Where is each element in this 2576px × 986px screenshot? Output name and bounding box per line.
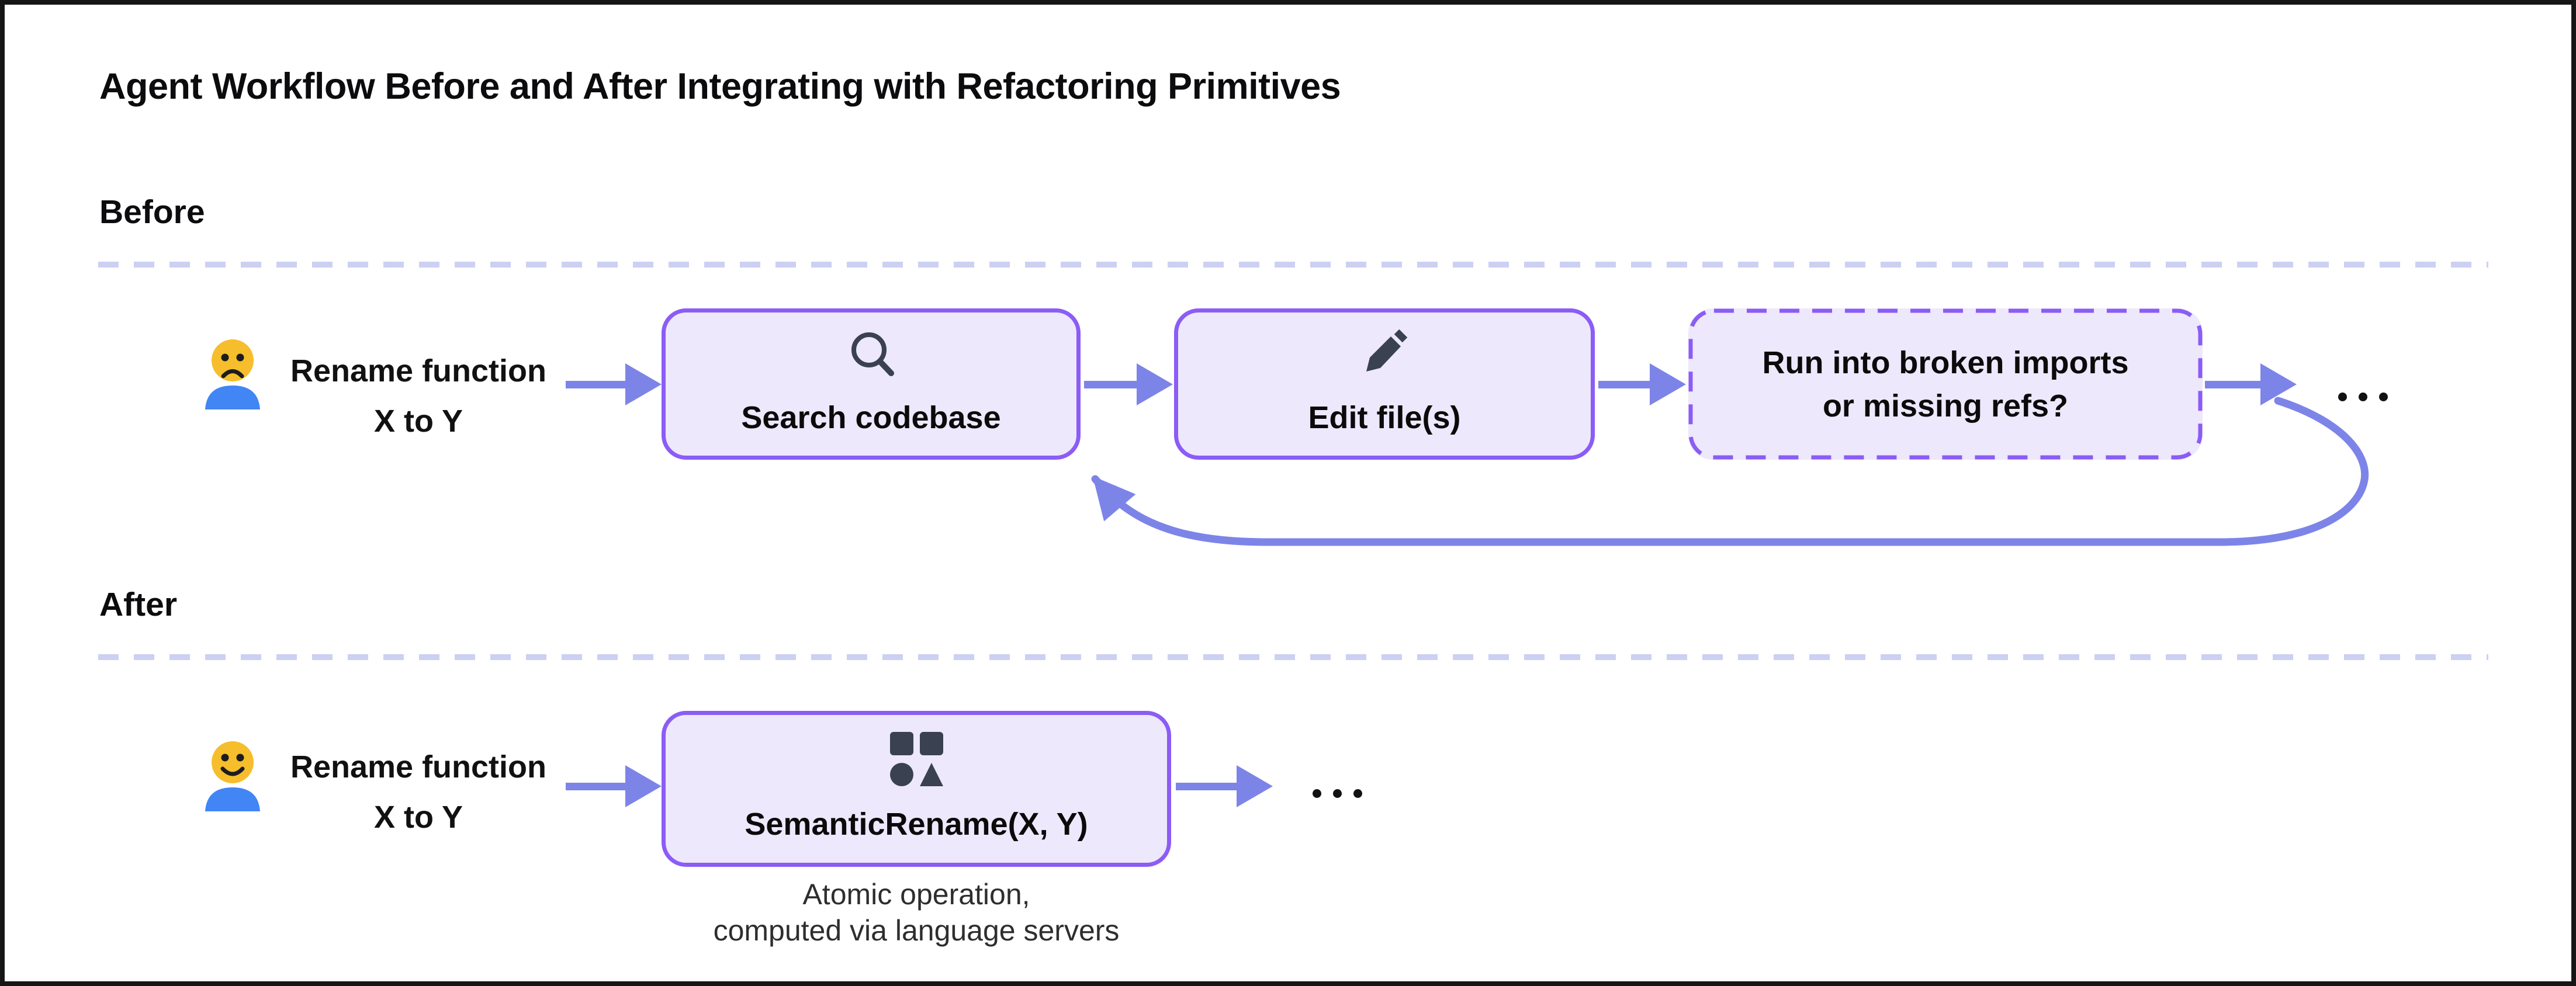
ellipsis-dot (1353, 789, 1362, 798)
ellipsis-icon (1313, 789, 1362, 798)
flow-arrow (566, 363, 662, 405)
section-divider-before (98, 262, 2488, 268)
arrow-shaft (566, 782, 625, 790)
arrow-shaft (566, 380, 625, 388)
arrow-head-icon (625, 363, 662, 405)
step-label-line1: Run into broken imports (1762, 345, 2129, 380)
step-box-semantic-rename: SemanticRename(X, Y) (662, 711, 1171, 867)
step-label: Search codebase (741, 400, 1001, 435)
happy-person-icon (205, 741, 260, 811)
step-caption: Atomic operation, computed via language … (662, 876, 1171, 949)
shapes-icon (889, 732, 943, 786)
step-box-search-codebase: Search codebase (662, 308, 1081, 460)
step-label: SemanticRename(X, Y) (745, 807, 1088, 842)
section-heading-before: Before (99, 193, 205, 231)
flow-arrow (1598, 363, 1686, 405)
ellipsis-dot (1313, 789, 1321, 798)
ellipsis-dot (2359, 393, 2367, 401)
arrow-head-icon (2260, 363, 2297, 405)
section-heading-after: After (99, 586, 178, 623)
search-icon (851, 332, 894, 376)
step-label: Edit file(s) (1308, 400, 1461, 435)
arrow-head-icon (1237, 765, 1273, 807)
step-box-broken-imports: Run into broken imports or missing refs? (1688, 308, 2203, 460)
actor-task-label: Rename function X to Y (278, 346, 559, 446)
actor-task-line2: X to Y (373, 800, 463, 835)
arrow-head-icon (1650, 363, 1686, 405)
step-caption-line1: Atomic operation, (802, 878, 1030, 911)
step-caption-line2: computed via language servers (713, 914, 1120, 947)
ellipsis-dot (2379, 393, 2388, 401)
actor-task-line2: X to Y (373, 404, 463, 439)
arrow-head-icon (1137, 363, 1173, 405)
step-label-line2: or missing refs? (1822, 388, 2069, 423)
arrow-shaft (1176, 782, 1237, 790)
actor-task-line1: Rename function (290, 353, 547, 388)
arrow-shaft (1084, 380, 1137, 388)
arrow-shaft (1598, 380, 1650, 388)
section-divider-after (98, 654, 2488, 660)
step-box-edit-files: Edit file(s) (1174, 308, 1595, 460)
arrow-head-icon (625, 765, 662, 807)
pencil-icon (1366, 329, 1408, 372)
flow-arrow (566, 765, 662, 807)
actor-task-label: Rename function X to Y (278, 742, 559, 842)
ellipsis-icon (2338, 393, 2388, 401)
ellipsis-dot (2338, 393, 2347, 401)
flow-arrow (1176, 765, 1273, 807)
ellipsis-dot (1333, 789, 1342, 798)
sad-person-icon (205, 339, 260, 409)
arrow-shaft (2205, 380, 2260, 388)
flow-arrow (1084, 363, 1173, 405)
step-label: Run into broken imports or missing refs? (1763, 341, 2129, 428)
actor-task-line1: Rename function (290, 749, 547, 784)
page-title: Agent Workflow Before and After Integrat… (99, 66, 1341, 107)
flow-arrow (2205, 363, 2297, 405)
